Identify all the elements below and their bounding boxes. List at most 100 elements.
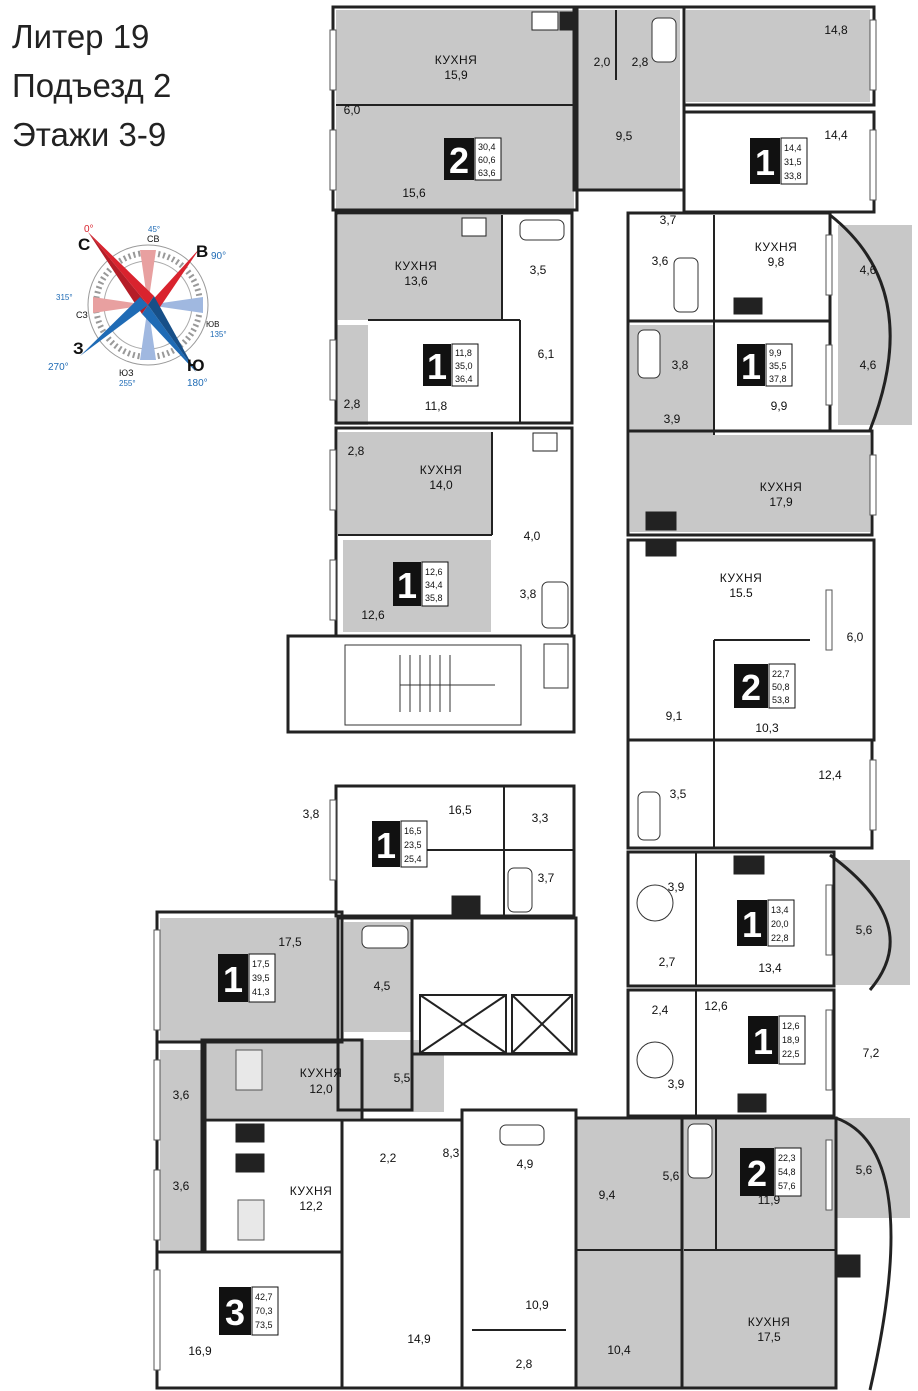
compass-ray-s: [140, 305, 156, 360]
kitchen-name: КУХНЯ: [435, 53, 478, 67]
kitchen-area: 17,5: [757, 1330, 781, 1344]
compass-w-label: З: [73, 339, 84, 358]
room-area: 2,8: [344, 397, 361, 411]
room-area: 3,3: [532, 811, 549, 825]
apartment-rooms: 1: [755, 142, 775, 183]
room-area: 16,9: [188, 1344, 212, 1358]
kitchen-labels: КУХНЯ 15,9 КУХНЯ 13,6 КУХНЯ 9,8 КУХНЯ 14…: [290, 53, 803, 1344]
appliance-marks: [235, 11, 861, 1278]
bathtub-fixtures: [361, 17, 713, 1179]
room-area: 6,1: [538, 347, 555, 361]
kitchen-area: 13,6: [404, 274, 428, 288]
room-area: 2,8: [632, 55, 649, 69]
compass-arrow-south-shade: [148, 296, 196, 372]
compass-rose: С 0° В 90° Ю 180° З 270° 45° СВ ЮВ 135° …: [48, 224, 227, 389]
room-area: 12,6: [704, 999, 728, 1013]
kitchen-name: КУХНЯ: [290, 1184, 333, 1198]
compass-s-label: Ю: [187, 356, 205, 375]
compass-se-label: ЮВ: [206, 320, 219, 329]
total-area-balcony: 37,8: [769, 374, 787, 384]
apartment-badge: 1 16,5 23,5 25,4: [372, 820, 428, 868]
room-area: 5,5: [394, 1071, 411, 1085]
room-area: 3,9: [668, 880, 685, 894]
total-area-balcony: 25,4: [404, 854, 422, 864]
total-area-balcony: 36,4: [455, 374, 473, 384]
apartment-rooms: 1: [753, 1021, 773, 1062]
apartment-rooms: 1: [397, 565, 417, 606]
kitchen-area: 12,0: [309, 1082, 333, 1096]
room-area: 8,3: [443, 1146, 460, 1160]
room-area: 4,5: [374, 979, 391, 993]
living-area: 9,9: [769, 348, 782, 358]
living-area: 12,6: [782, 1021, 800, 1031]
total-area: 70,3: [255, 1306, 273, 1316]
compass-nw-label: СЗ: [76, 310, 88, 320]
compass-arrow-north: [88, 232, 154, 305]
kitchen-area: 15,9: [444, 68, 468, 82]
living-area: 14,4: [784, 143, 802, 153]
room-area: 14,4: [824, 128, 848, 142]
room-area: 3,7: [538, 871, 555, 885]
room-area: 3,5: [530, 263, 547, 277]
total-area: 20,0: [771, 919, 789, 929]
living-area: 12,6: [425, 567, 443, 577]
floors-label: Этажи 3-9: [12, 116, 166, 153]
apartment-rooms: 2: [741, 667, 761, 708]
total-area: 23,5: [404, 840, 422, 850]
compass-e-label: В: [196, 242, 208, 261]
compass-ray-n: [140, 250, 156, 305]
room-area: 14,8: [824, 23, 848, 37]
dining-table-marks: [235, 1049, 265, 1241]
compass-ray-e: [148, 297, 203, 313]
apartment-rooms: 1: [742, 904, 762, 945]
apartment-rooms: 1: [741, 346, 761, 387]
total-area: 35,5: [769, 361, 787, 371]
apartment-badge: 1 12,6 34,4 35,8: [393, 561, 449, 607]
room-area: 2,2: [380, 1151, 397, 1165]
staircase: [344, 643, 569, 726]
living-area: 11,8: [455, 348, 472, 358]
compass-n-label: С: [78, 235, 90, 254]
kitchen-name: КУХНЯ: [760, 480, 803, 494]
apartment-badge: 1 12,6 18,9 22,5: [748, 1015, 806, 1065]
living-area: 42,7: [255, 1292, 273, 1302]
apartment-badge: 1 9,9 35,5 37,8: [737, 343, 793, 387]
compass-se-degrees: 135°: [210, 330, 227, 339]
total-area-balcony: 35,8: [425, 593, 443, 603]
apartment-badge: 3 42,7 70,3 73,5: [219, 1286, 279, 1336]
compass-w-degrees: 270°: [48, 362, 69, 373]
total-area-balcony: 63,6: [478, 168, 496, 178]
apartment-rooms: 1: [376, 825, 396, 866]
building-label: Литер 19: [12, 18, 149, 55]
room-area: 3,9: [664, 412, 681, 426]
living-area: 30,4: [478, 142, 496, 152]
room-area-labels: 14,8 2,0 2,8 6,0 9,5 14,4 15,6 3,7 3,6 3…: [173, 23, 880, 1371]
compass-n-degrees: 0°: [84, 224, 94, 235]
total-area: 35,0: [455, 361, 473, 371]
total-area: 18,9: [782, 1035, 800, 1045]
apartment-rooms: 1: [427, 346, 447, 387]
compass-ne-degrees: 45°: [148, 225, 160, 234]
room-area: 2,4: [652, 1003, 669, 1017]
kitchen-name: КУХНЯ: [395, 259, 438, 273]
kitchen-name: КУХНЯ: [748, 1315, 791, 1329]
room-area: 2,8: [348, 444, 365, 458]
kitchen-area: 12,2: [299, 1199, 323, 1213]
total-area-balcony: 41,3: [252, 987, 270, 997]
compass-sw-label: ЮЗ: [119, 368, 134, 378]
room-area: 9,4: [599, 1188, 616, 1202]
entrance-label: Подъезд 2: [12, 67, 171, 104]
apartment-rooms: 2: [449, 140, 469, 181]
room-area: 14,9: [407, 1332, 431, 1346]
room-area: 3,7: [660, 213, 677, 227]
compass-sw-degrees: 255°: [119, 379, 136, 388]
room-area: 6,0: [344, 103, 361, 117]
compass-arrow-east: [148, 248, 200, 313]
living-area: 22,7: [772, 669, 790, 679]
room-area: 3,6: [173, 1179, 190, 1193]
room-area: 3,8: [520, 587, 537, 601]
compass-outer-ring: [87, 244, 209, 366]
room-area: 10,9: [525, 1298, 549, 1312]
apartment-badge: 1 14,4 31,5 33,8: [750, 137, 808, 185]
room-area: 3,8: [672, 358, 689, 372]
